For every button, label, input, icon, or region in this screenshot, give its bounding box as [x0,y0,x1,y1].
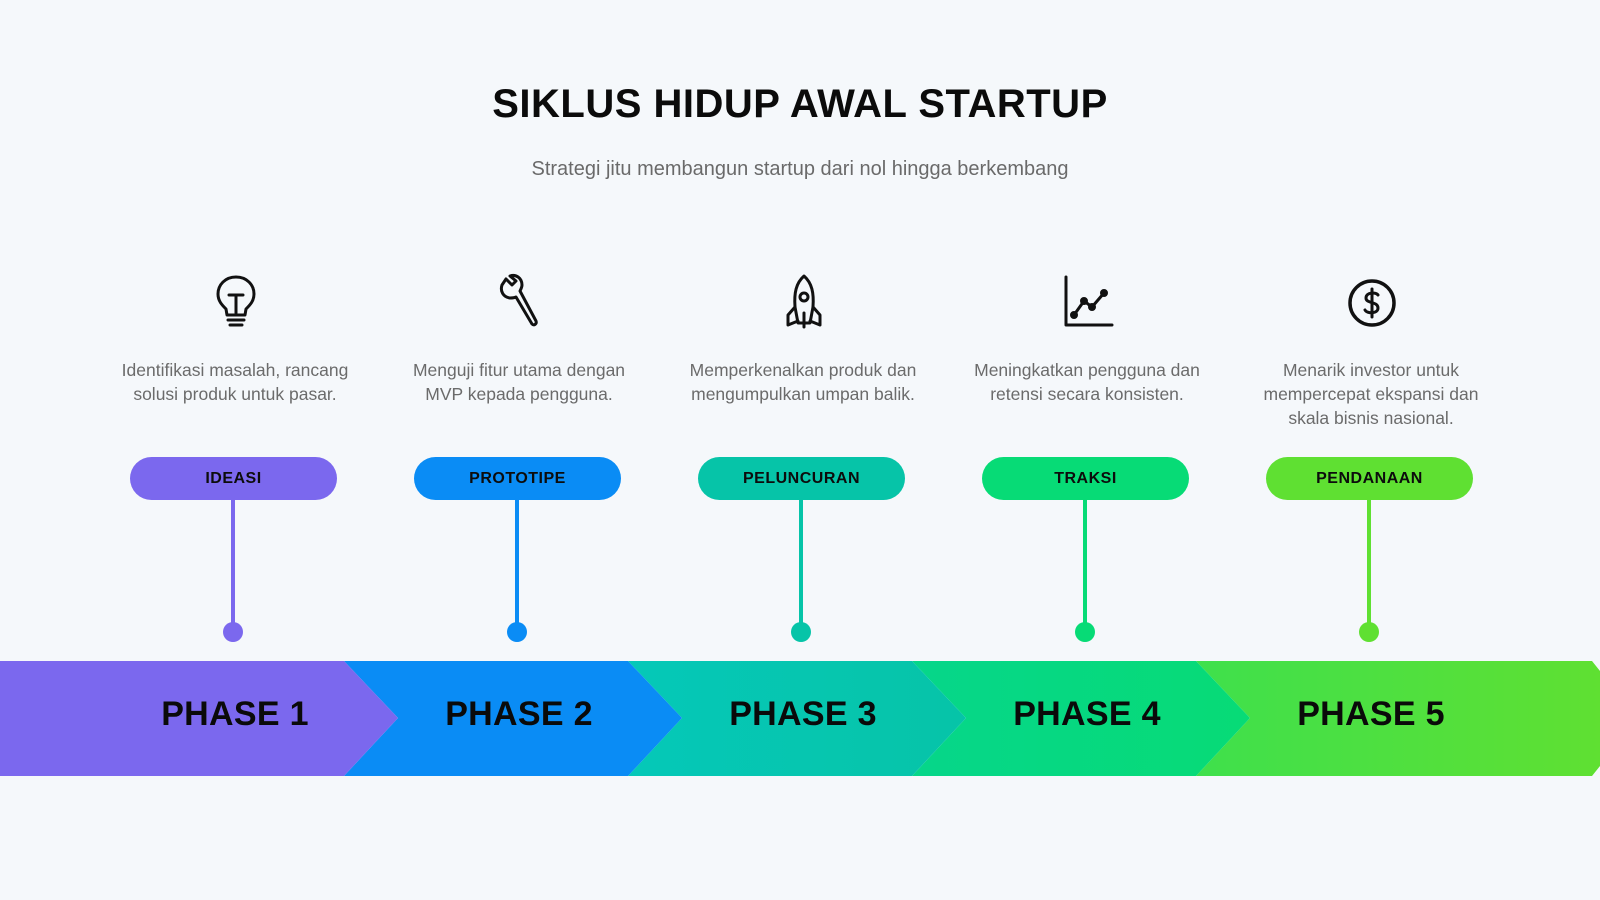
wrench-icon [494,270,546,334]
phase-description: Memperkenalkan produk dan mengumpulkan u… [689,360,917,404]
phase-arrow-band [0,661,1600,776]
rocket-icon [778,270,830,334]
connector-line [1083,498,1087,628]
dollar-coin-icon [1346,270,1398,334]
phase-segment-3 [628,661,966,776]
lightbulb-icon [210,270,262,334]
connector-line [231,498,235,628]
phase-segment-5 [1196,661,1600,776]
page-subtitle: Strategi jitu membangun startup dari nol… [531,158,1069,180]
stage-pill-traksi: TRAKSI [982,457,1189,500]
connector-dot [1359,622,1379,642]
line-chart-icon [1062,270,1114,334]
phase-segment-4 [912,661,1250,776]
phase-description: Meningkatkan pengguna dan retensi secara… [974,360,1200,404]
page-title: SIKLUS HIDUP AWAL STARTUP [492,82,1108,126]
stage-pill-ideasi: IDEASI [130,457,337,500]
phase-segment-2 [344,661,682,776]
phase-segment-1 [0,661,398,776]
connector-dot [507,622,527,642]
phase-label-4: PHASE 4 [1013,695,1161,733]
phase-description: Identifikasi masalah, rancang solusi pro… [121,360,349,404]
phase-label-3: PHASE 3 [729,695,877,733]
stage-pill-pendanaan: PENDANAAN [1266,457,1473,500]
phase-label-2: PHASE 2 [445,695,593,733]
phase-description: Menarik investor untuk mempercepat ekspa… [1263,360,1479,428]
connector-line [515,498,519,628]
connector-dot [791,622,811,642]
connector-line [1367,498,1371,628]
phase-description: Menguji fitur utama dengan MVP kepada pe… [412,360,626,404]
connector-line [799,498,803,628]
stage-pill-peluncuran: PELUNCURAN [698,457,905,500]
connector-dot [1075,622,1095,642]
stage-pill-prototipe: PROTOTIPE [414,457,621,500]
phase-label-5: PHASE 5 [1297,695,1445,733]
phase-label-1: PHASE 1 [161,695,309,733]
connector-dot [223,622,243,642]
